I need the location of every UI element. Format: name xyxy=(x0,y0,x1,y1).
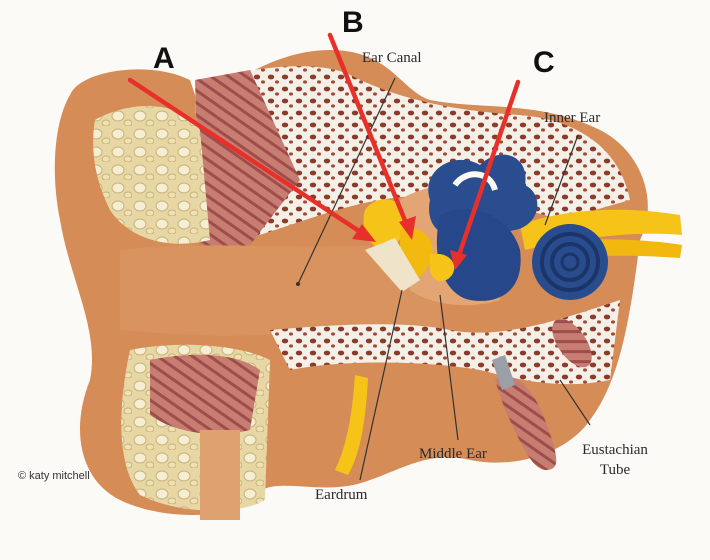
upper-fat xyxy=(93,106,210,244)
credit-text: © katy mitchell xyxy=(18,470,90,482)
arrow-a xyxy=(127,77,376,242)
marker-c: C xyxy=(533,46,555,79)
ear-canal-shape xyxy=(120,245,440,336)
arrow-b xyxy=(327,32,416,240)
marker-a: A xyxy=(153,42,175,75)
label-inner-ear: Inner Ear xyxy=(544,110,601,126)
canal-loop xyxy=(452,171,498,192)
label-middle-ear: Middle Ear xyxy=(419,446,487,462)
leader-ear-canal xyxy=(297,77,396,285)
label-ear-canal: Ear Canal xyxy=(362,50,422,66)
malleus xyxy=(363,199,406,249)
lower-muscle xyxy=(150,354,260,435)
arrow-c xyxy=(450,79,521,270)
tube-muscle-upper xyxy=(552,318,592,368)
nerve-down xyxy=(335,375,368,475)
marker-b: B xyxy=(342,6,364,39)
eustachian-muscle xyxy=(495,376,557,470)
eardrum-shape xyxy=(365,238,420,292)
label-eustachian-tube: Eustachian Tube xyxy=(575,440,655,480)
label-eardrum: Eardrum xyxy=(315,487,368,503)
leader-eardrum xyxy=(359,289,403,481)
lower-bone-section xyxy=(270,300,620,385)
leader-inner-ear xyxy=(544,134,579,226)
leader-middle-ear xyxy=(439,294,459,441)
eustachian-tip xyxy=(492,355,515,390)
label-eustachian-line2: Tube xyxy=(599,462,631,478)
leader-eustachian xyxy=(559,379,591,426)
stapes xyxy=(430,253,455,282)
neck-slot xyxy=(200,430,240,520)
vestibule xyxy=(436,209,521,301)
label-eustachian-line1: Eustachian xyxy=(582,442,648,458)
